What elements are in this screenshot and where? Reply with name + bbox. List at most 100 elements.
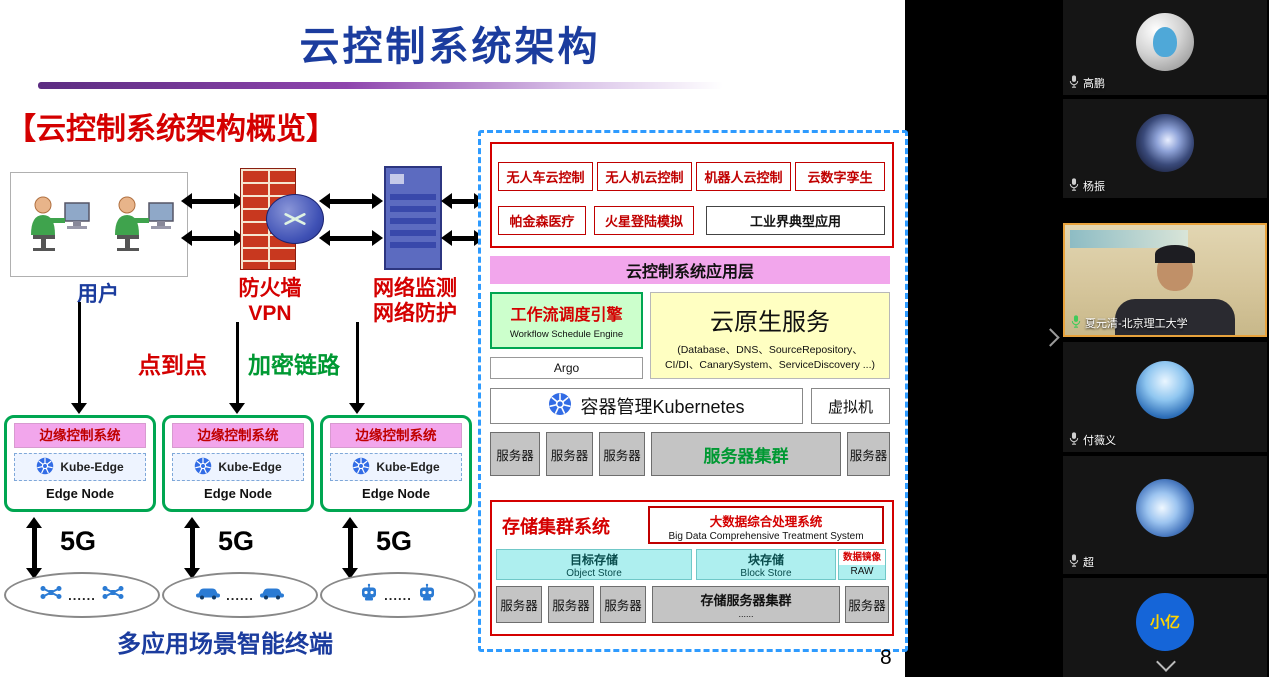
monitor-label: 网络监测 网络防护 [373,277,457,326]
kube-edge-box: Kube-Edge [330,453,462,481]
kube-edge-box: Kube-Edge [172,453,304,481]
workflow-subtitle: Workflow Schedule Engine [509,329,624,340]
server-box: 服务器 [490,432,540,476]
firewall-label: 防火墙 VPN [238,277,302,326]
p2p-label: 点到点 [138,352,207,378]
kubernetes-icon [352,457,370,478]
participant-name: 超 [1083,557,1094,569]
double-arrow-vertical [342,517,358,579]
chevron-right-icon[interactable] [1041,328,1060,347]
drone-icon [39,584,63,606]
edge-node-box: 边缘控制系统 Kube-Edge Edge Node [320,415,472,512]
robot-terminals-oval: ...... [320,572,476,618]
workflow-title: 工作流调度引擎 [510,307,623,324]
5g-label: 5G [376,526,413,556]
server-box: 服务器 [599,432,645,476]
5g-label: 5G [60,526,97,556]
kubernetes-icon [36,457,54,478]
participant-name-bar: 夏元清-北京理工大学 [1071,315,1188,331]
bigdata-box: 大数据综合处理系统 Big Data Comprehensive Treatme… [648,506,884,544]
mirror-label: 数据镜像 [839,550,885,565]
encrypted-link-label: 加密链路 [248,352,340,378]
object-store-box: 目标存储 Object Store [496,549,692,580]
cloud-native-box: 云原生服务 (Database、DNS、SourceRepository、CI/… [650,292,890,379]
users-box [10,172,188,277]
kubernetes-box: 容器管理Kubernetes [490,388,803,424]
server-box: 服务器 [845,586,889,623]
app-box: 工业界典型应用 [706,206,885,235]
ellipsis-dots: ...... [384,587,412,603]
participant-tile[interactable]: 杨振 [1063,99,1267,198]
router-icon [266,194,324,244]
server-box: 服务器 [847,432,890,476]
participant-name: 高鹏 [1083,78,1105,90]
kube-edge-label: Kube-Edge [60,460,124,474]
mic-icon [1069,178,1079,194]
participant-name-bar: 杨振 [1069,178,1105,194]
edge-node-label: Edge Node [204,486,272,501]
double-arrow [441,230,485,246]
double-arrow-vertical [184,517,200,579]
speaker-face [1155,245,1195,291]
argo-box: Argo [490,357,643,379]
participant-name-bar: 超 [1069,554,1094,570]
participant-name-bar: 付薇义 [1069,432,1116,448]
edge-node-label: Edge Node [46,486,114,501]
drone-icon [101,584,125,606]
kube-edge-label: Kube-Edge [218,460,282,474]
cloud-native-title: 云原生服务 [710,309,830,336]
participant-tile[interactable]: 高鹏 [1063,0,1267,95]
slide-title: 云控制系统架构 [299,25,601,69]
avatar: 小亿 [1136,592,1194,651]
block-store-box: 块存储 Block Store [696,549,836,580]
kubernetes-label: 容器管理Kubernetes [580,397,745,417]
double-arrow-vertical [26,517,42,579]
storage-title: 存储集群系统 [502,517,610,537]
mic-icon [1069,554,1079,570]
participant-tile[interactable]: 小亿 [1063,578,1267,677]
double-arrow [319,230,383,246]
server-box: 服务器 [546,432,593,476]
edge-node-box: 边缘控制系统 Kube-Edge Edge Node [162,415,314,512]
overview-heading: 【云控制系统架构概览】 [6,113,336,146]
participant-tile[interactable]: 付薇义 [1063,342,1267,452]
mic-icon [1071,315,1081,331]
edge-node-label: Edge Node [362,486,430,501]
double-arrow [181,230,245,246]
app-box: 无人车云控制 [498,162,593,191]
app-box: 无人机云控制 [597,162,692,191]
robot-icon [417,583,437,607]
car-terminals-oval: ...... [162,572,318,618]
server-box: 服务器 [600,586,646,623]
edge-control-title: 边缘控制系统 [14,423,146,448]
double-arrow [319,193,383,209]
terminals-label: 多应用场景智能终端 [117,631,333,658]
app-box: 火星登陆模拟 [594,206,694,235]
user-at-computer-icon [19,191,95,258]
presentation-slide: 云控制系统架构 【云控制系统架构概览】 用户 防火墙 VPN [0,0,908,677]
server-tower-icon [384,166,442,275]
mic-icon [1069,75,1079,91]
participant-tile[interactable]: 超 [1063,456,1267,574]
edge-control-title: 边缘控制系统 [330,423,462,448]
participant-name-bar: 高鹏 [1069,75,1105,91]
bigdata-subtitle: Big Data Comprehensive Treatment System [668,531,864,542]
active-speaker-video-tile[interactable]: 夏元清-北京理工大学 [1063,223,1267,337]
workflow-engine-box: 工作流调度引擎 Workflow Schedule Engine [490,292,643,349]
server-cluster-box: 服务器集群 [651,432,841,476]
app-box: 帕金森医疗 [498,206,586,235]
robot-icon [359,583,379,607]
car-icon [195,585,221,605]
user-at-computer-icon [103,191,179,258]
down-arrow-line [71,302,87,414]
kube-edge-label: Kube-Edge [376,460,440,474]
users-label: 用户 [77,283,119,306]
avatar [1136,361,1194,420]
avatar [1136,113,1194,172]
avatar [1136,12,1194,71]
avatar [1136,478,1194,537]
kubernetes-icon [548,392,572,421]
server-box: 服务器 [548,586,594,623]
server-box: 服务器 [496,586,542,623]
video-background-banner [1070,230,1188,248]
